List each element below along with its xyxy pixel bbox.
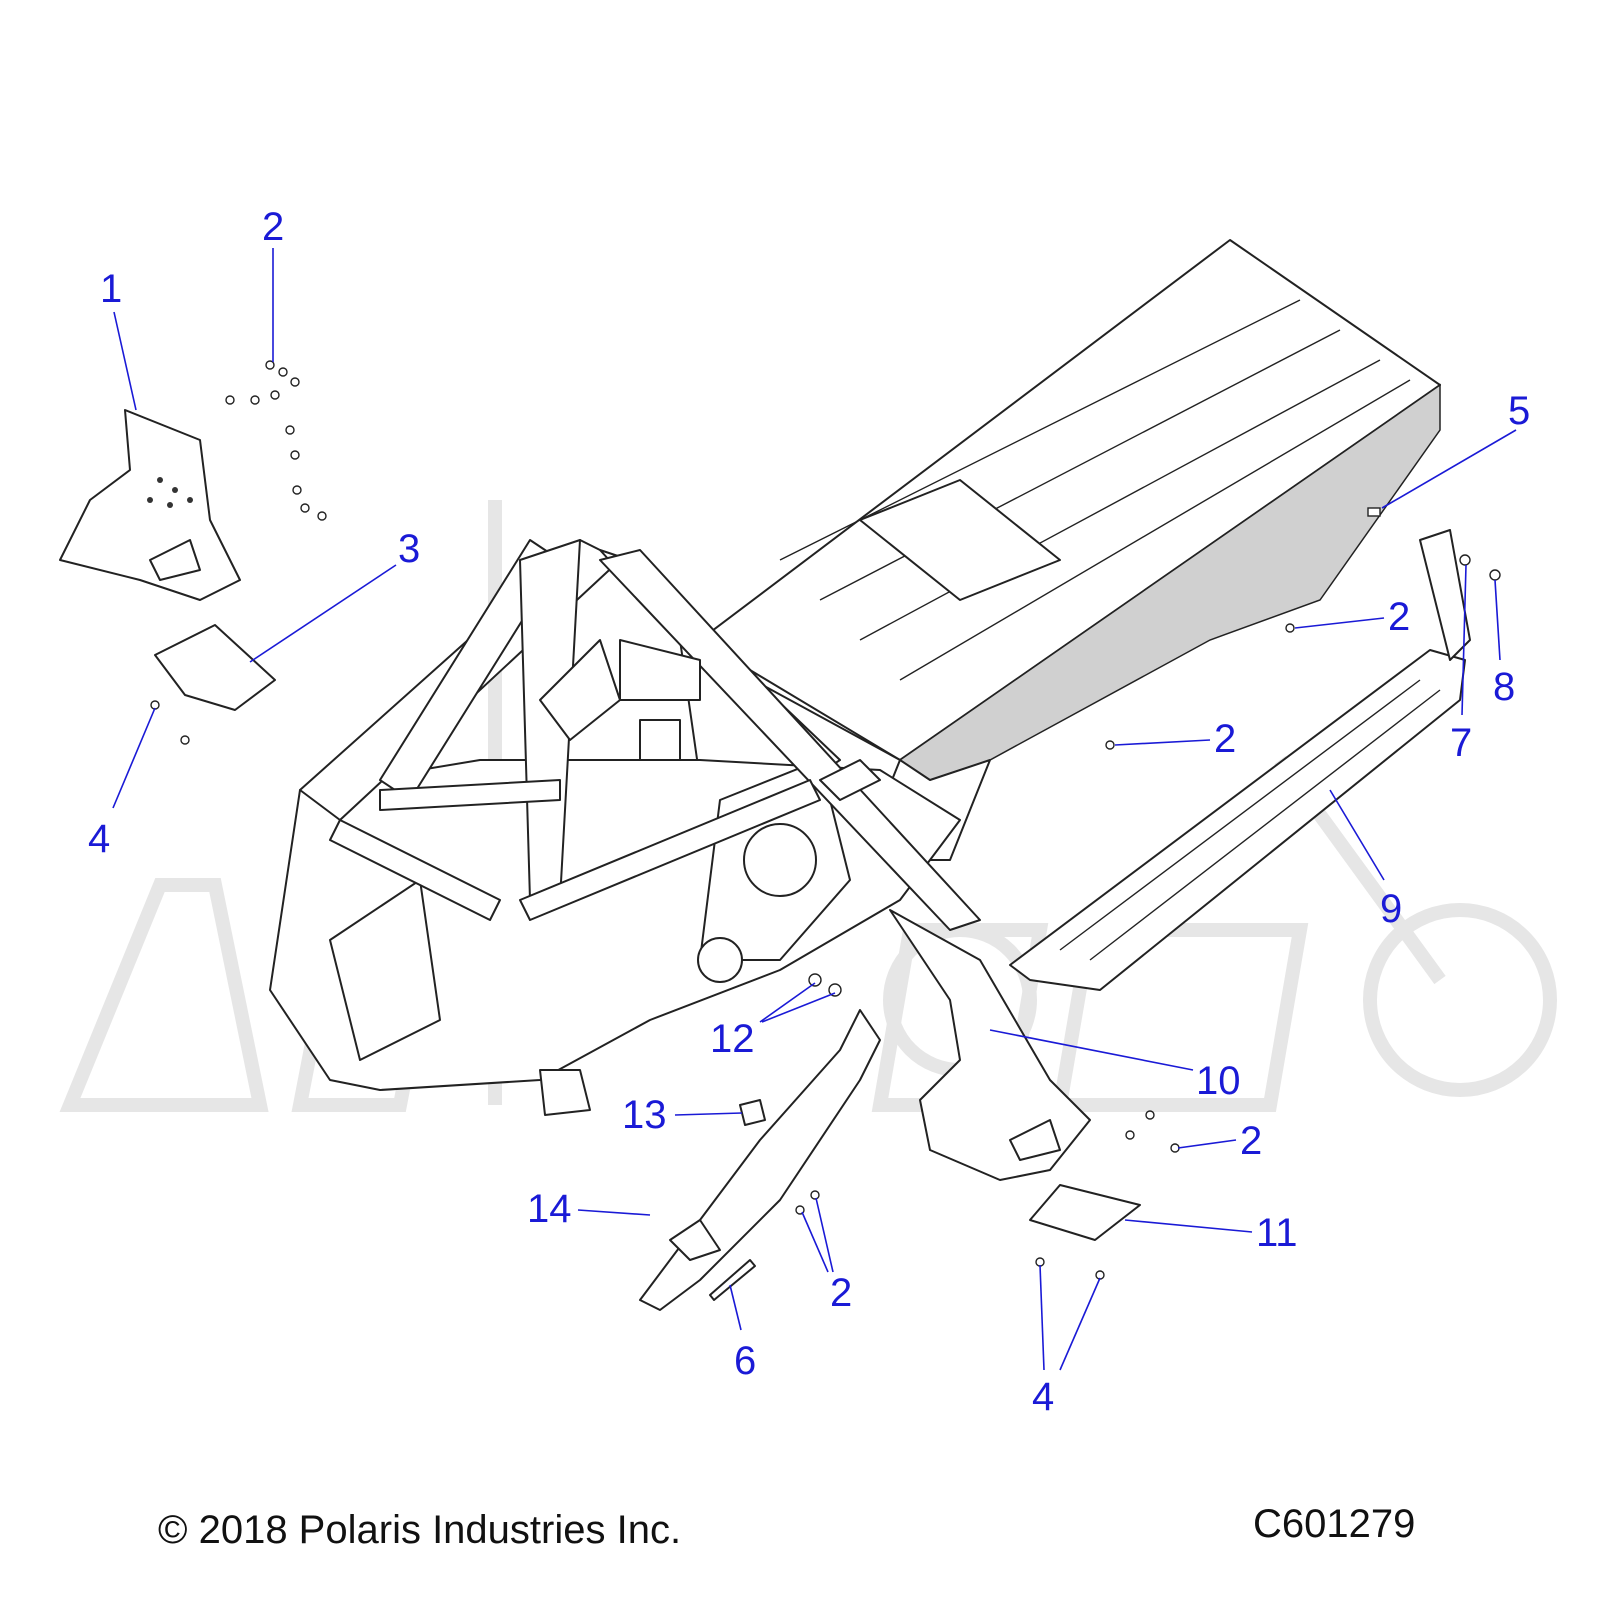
callout-12: 12 [710,1017,755,1061]
part-12-nuts [808,973,842,997]
callout-11: 11 [1256,1211,1298,1255]
callout-4: 4 [1032,1375,1054,1419]
callouts: 1 2 3 4 5 2 8 2 7 9 12 10 13 2 14 11 2 6… [88,205,1530,1419]
copyright-text: © 2018 Polaris Industries Inc. [158,1508,682,1552]
callout-9: 9 [1380,887,1402,931]
callout-2: 2 [1240,1119,1262,1163]
part-5-7-8-fasteners [1367,507,1501,581]
part-11-plate [1029,1184,1141,1241]
callout-14: 14 [527,1187,572,1231]
callout-2: 2 [262,205,284,249]
callout-10: 10 [1196,1059,1241,1103]
part-6-rod [709,1259,756,1301]
callout-7: 7 [1450,721,1472,765]
diagram-code: C601279 [1253,1502,1416,1546]
part-3-plate [154,624,276,711]
callout-2: 2 [1388,595,1410,639]
part-13-bracket [739,1099,766,1126]
callout-3: 3 [398,527,420,571]
part-10-skid-plate [889,909,1091,1181]
callout-2: 2 [1214,717,1236,761]
part-14-side-panel [639,1009,881,1311]
part-1-front-shield [59,409,241,601]
callout-1: 1 [100,267,122,311]
callout-2: 2 [830,1271,852,1315]
callout-6: 6 [734,1339,756,1383]
callout-5: 5 [1508,389,1530,433]
callout-13: 13 [622,1093,667,1137]
callout-8: 8 [1493,665,1515,709]
front-frame [269,539,981,1116]
fasteners-group [150,360,1295,1280]
part-9-running-board [1009,529,1471,991]
leader-lines [112,248,1517,1371]
callout-4: 4 [88,817,110,861]
